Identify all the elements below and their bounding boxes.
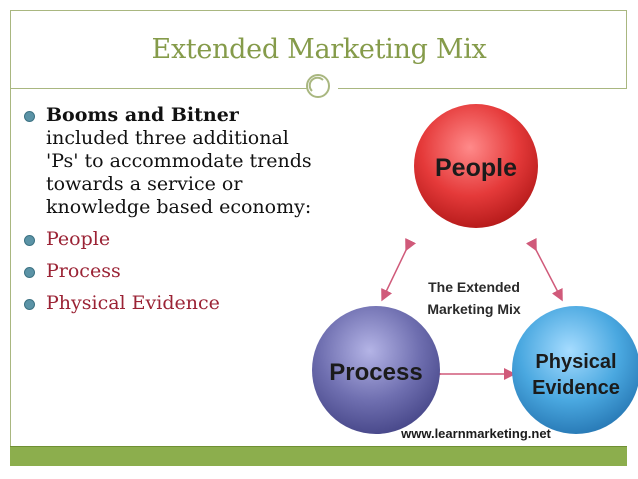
process-label: Process	[329, 359, 422, 386]
center-label-line2: Marketing Mix	[427, 301, 521, 317]
bullet-people-text: People	[46, 228, 111, 250]
slide-title: Extended Marketing Mix	[151, 34, 487, 65]
bullet-physical-evidence-text: Physical Evidence	[46, 292, 220, 314]
people-circle	[414, 104, 538, 228]
left-frame-edge	[10, 88, 11, 446]
bullet-process-text: Process	[46, 260, 121, 282]
physical-label-line1: Physical	[535, 351, 616, 373]
center-label-line1: The Extended	[428, 279, 520, 295]
bullet-dot-icon	[24, 111, 35, 122]
marketing-mix-diagram: People Process Physical Evidence The Ext…	[312, 88, 638, 446]
bullet-item-process: Process	[22, 260, 312, 283]
bullet-dot-icon	[24, 235, 35, 246]
bullet-dot-icon	[24, 267, 35, 278]
title-divider-right	[338, 88, 627, 89]
process-circle	[312, 306, 440, 434]
physical-evidence-circle	[512, 306, 638, 434]
footer-bar	[10, 446, 627, 466]
bullet-bold-text: Booms and Bitner	[46, 104, 239, 126]
title-frame	[10, 10, 627, 88]
people-label: People	[435, 154, 517, 182]
watermark-url: www.learnmarketing.net	[400, 426, 551, 441]
bullet-dot-icon	[24, 299, 35, 310]
arrow-people-process	[381, 237, 417, 302]
bullet-item-intro: Booms and Bitner included three addition…	[22, 104, 312, 219]
arrow-people-evidence	[525, 237, 563, 302]
ring-ornament-icon	[306, 74, 330, 98]
title-divider-left	[10, 88, 308, 89]
diagram-svg: People Process Physical Evidence The Ext…	[312, 104, 638, 441]
bullet-item-physical-evidence: Physical Evidence	[22, 292, 312, 315]
bullet-intro-text: included three additional 'Ps' to accomm…	[46, 127, 312, 218]
bullet-list: Booms and Bitner included three addition…	[22, 104, 312, 324]
physical-label-line2: Evidence	[532, 377, 620, 399]
bullet-item-people: People	[22, 228, 312, 251]
